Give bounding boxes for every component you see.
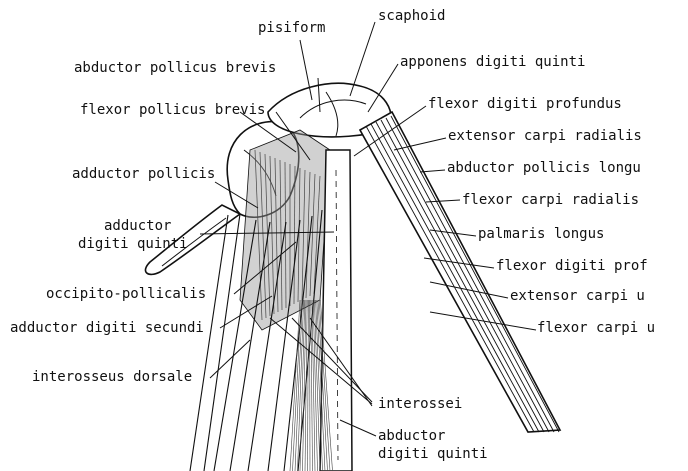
label-occipito-pollicalis: occipito-pollicalis: [46, 286, 206, 303]
leader-line: [350, 22, 375, 96]
label-abductor-digiti-quinti-1: abductor: [378, 428, 445, 445]
label-scaphoid: scaphoid: [378, 8, 445, 25]
label-abductor-pollicis-longus: abductor pollicis longu: [447, 160, 641, 177]
label-pisiform: pisiform: [258, 20, 325, 37]
label-abductor-digiti-quinti-2: digiti quinti: [378, 446, 488, 463]
label-adductor-pollicis: adductor pollicis: [72, 166, 215, 183]
label-interossei: interossei: [378, 396, 462, 413]
label-interosseus-dorsale: interosseus dorsale: [32, 369, 192, 386]
label-adductor-digiti-quinti-1: adductor: [104, 218, 171, 235]
digit-shade-line: [308, 300, 309, 471]
label-flexor-carpi-radialis: flexor carpi radialis: [462, 192, 639, 209]
label-flexor-pollicus-brevis: flexor pollicus brevis: [80, 102, 265, 119]
label-extensor-carpi-radialis: extensor carpi radialis: [448, 128, 642, 145]
label-flexor-digiti-profundus: flexor digiti profundus: [428, 96, 622, 113]
label-flexor-digiti-prof: flexor digiti prof: [496, 258, 648, 275]
label-adductor-digiti-secundi: adductor digiti secundi: [10, 320, 204, 337]
label-flexor-carpi-u: flexor carpi u: [537, 320, 655, 337]
label-abductor-pollicus-brevis: abductor pollicus brevis: [74, 60, 276, 77]
label-adductor-digiti-quinti-2: digiti quinti: [78, 236, 188, 253]
label-apponens-digiti-quinti: apponens digiti quinti: [400, 54, 585, 71]
label-palmaris-longus: palmaris longus: [478, 226, 604, 243]
label-extensor-carpi-u: extensor carpi u: [510, 288, 645, 305]
